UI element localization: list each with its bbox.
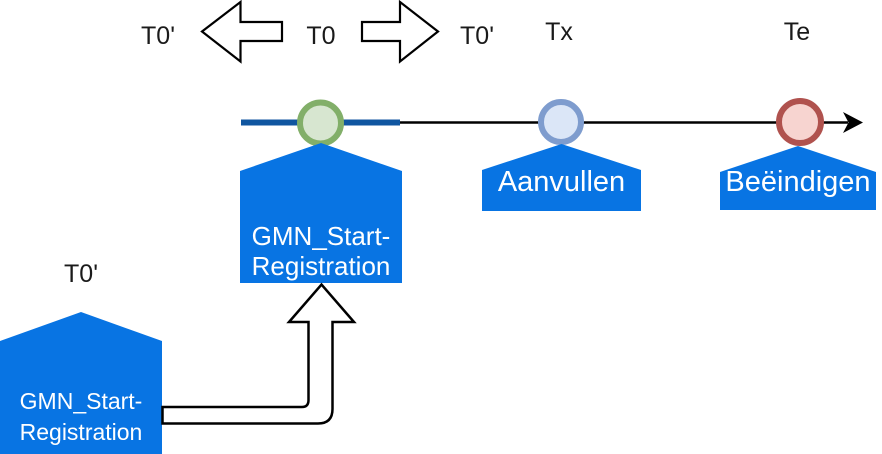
milestone-t0-circle (297, 99, 344, 147)
label-t0-prime-origin: T0' (64, 260, 98, 288)
label-t0-prime-right: T0' (460, 22, 494, 50)
callout-origin-registration-label: GMN_Start- Registration (0, 386, 162, 448)
callout-start-registration-line1: GMN_Start- (251, 221, 391, 251)
block-arrow-right-icon (360, 0, 440, 64)
block-arrow-left-icon (200, 0, 284, 64)
callout-start-registration-line2: Registration (251, 251, 391, 281)
callout-start-registration-label: GMN_Start- Registration (240, 221, 402, 281)
callout-beeindigen-shape (720, 146, 876, 210)
callout-aanvullen-shape (482, 144, 641, 211)
label-tx: Tx (545, 18, 573, 46)
timeline-arrowhead-icon (843, 112, 863, 133)
label-te: Te (783, 18, 811, 46)
callout-start-registration-shape (240, 143, 402, 283)
label-t0-prime-left: T0' (141, 22, 175, 50)
label-t0: T0 (306, 22, 336, 50)
callout-aanvullen-label: Aanvullen (497, 166, 626, 198)
milestone-te-circle (776, 98, 824, 146)
milestone-tx-circle (538, 99, 584, 145)
callout-origin-registration-shape (0, 312, 162, 454)
elbow-arrow-icon (161, 282, 357, 425)
callout-origin-registration-line1: GMN_Start- (19, 388, 143, 414)
callout-origin-registration-line2: Registration (19, 419, 143, 445)
callout-beeindigen-label: Beëindigen (725, 166, 871, 198)
